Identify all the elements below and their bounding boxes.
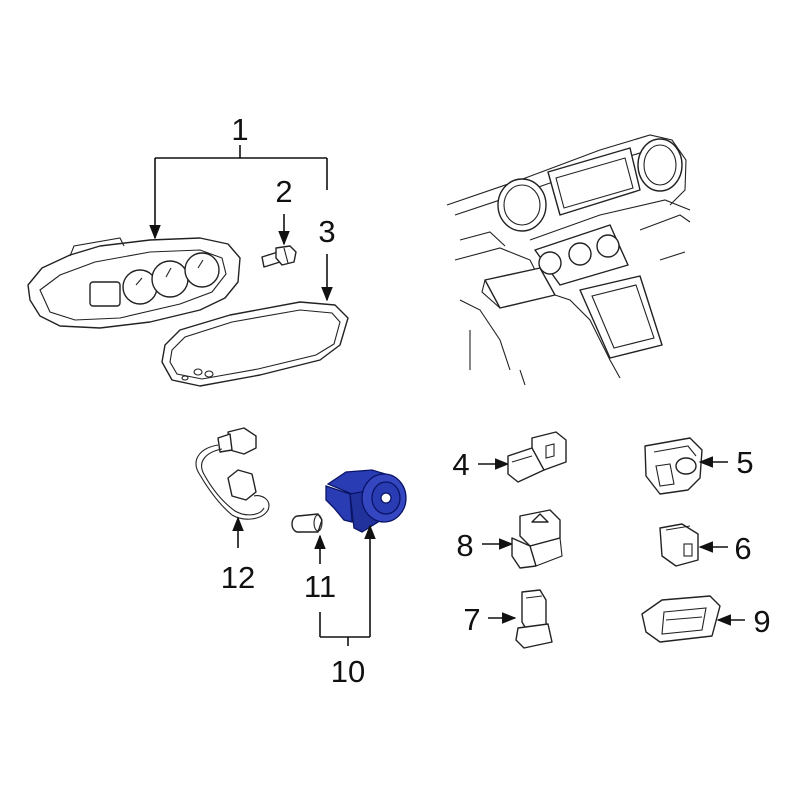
callout-6[interactable]: 6: [734, 531, 751, 566]
switch-5-part[interactable]: [644, 437, 703, 495]
cluster-lens-part[interactable]: [161, 301, 349, 387]
instrument-cluster-part[interactable]: [27, 237, 241, 329]
highlighted-switch-part[interactable]: [325, 469, 407, 533]
trim-bezel-9-part[interactable]: [641, 595, 721, 643]
screw-part[interactable]: [261, 245, 297, 268]
callout-12[interactable]: 12: [221, 560, 255, 595]
callout-3[interactable]: 3: [318, 214, 335, 249]
callout-1-leader: [149, 145, 328, 240]
bulb-part[interactable]: [291, 513, 323, 533]
switch-7-part[interactable]: [515, 589, 553, 649]
callout-9[interactable]: 9: [753, 604, 770, 639]
switch-4-part[interactable]: [507, 431, 567, 483]
callout-11[interactable]: 11: [304, 569, 336, 604]
callout-7[interactable]: 7: [463, 602, 480, 637]
switch-6-part[interactable]: [659, 523, 699, 567]
callout-10[interactable]: 10: [331, 654, 365, 689]
dashboard-context-illustration: [446, 134, 691, 386]
callout-10-leader: [319, 524, 376, 646]
callout-4[interactable]: 4: [452, 447, 469, 482]
callout-8[interactable]: 8: [456, 528, 473, 563]
callout-2[interactable]: 2: [275, 174, 292, 209]
switch-8-part[interactable]: [511, 509, 563, 569]
callout-5[interactable]: 5: [736, 445, 753, 480]
wire-harness-part[interactable]: [195, 427, 270, 520]
callout-1[interactable]: 1: [231, 112, 248, 147]
